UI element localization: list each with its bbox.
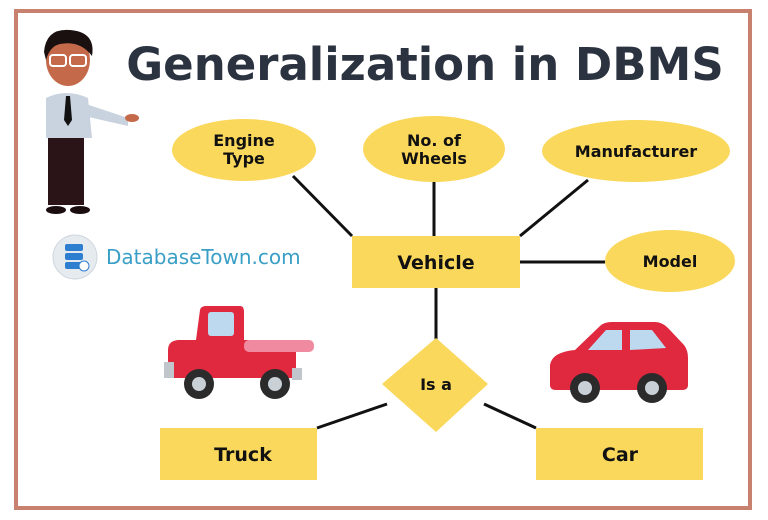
svg-text:Manufacturer: Manufacturer — [575, 142, 698, 161]
truck-illustration — [164, 306, 314, 399]
car-illustration — [550, 322, 688, 403]
svg-text:Truck: Truck — [214, 444, 272, 466]
page-title: Generalization in DBMS — [126, 38, 724, 91]
relationship-is-a: Is a — [382, 338, 488, 432]
database-icon — [65, 244, 90, 272]
frame-border — [14, 9, 752, 510]
svg-text:Is a: Is a — [420, 375, 452, 394]
connector-lines — [291, 174, 605, 430]
svg-text:Vehicle: Vehicle — [397, 252, 474, 274]
attribute-manufacturer: Manufacturer — [542, 120, 730, 182]
attribute-model: Model — [605, 230, 735, 292]
attribute-engine-type: Engine Type — [172, 119, 316, 181]
entity-vehicle: Vehicle — [352, 236, 520, 288]
svg-text:Wheels: Wheels — [401, 149, 467, 168]
svg-text:Type: Type — [223, 149, 265, 168]
presenter-illustration — [44, 29, 139, 214]
svg-text:Engine: Engine — [213, 131, 275, 150]
svg-text:Car: Car — [602, 444, 639, 466]
svg-text:Model: Model — [643, 252, 698, 271]
brand-text: DatabaseTown.com — [106, 245, 301, 269]
subclass-truck: Truck — [160, 428, 317, 480]
databasetown-logo — [52, 234, 98, 280]
attribute-no-of-wheels: No. of Wheels — [363, 116, 505, 182]
svg-text:No. of: No. of — [407, 131, 462, 150]
subclass-car: Car — [536, 428, 703, 480]
